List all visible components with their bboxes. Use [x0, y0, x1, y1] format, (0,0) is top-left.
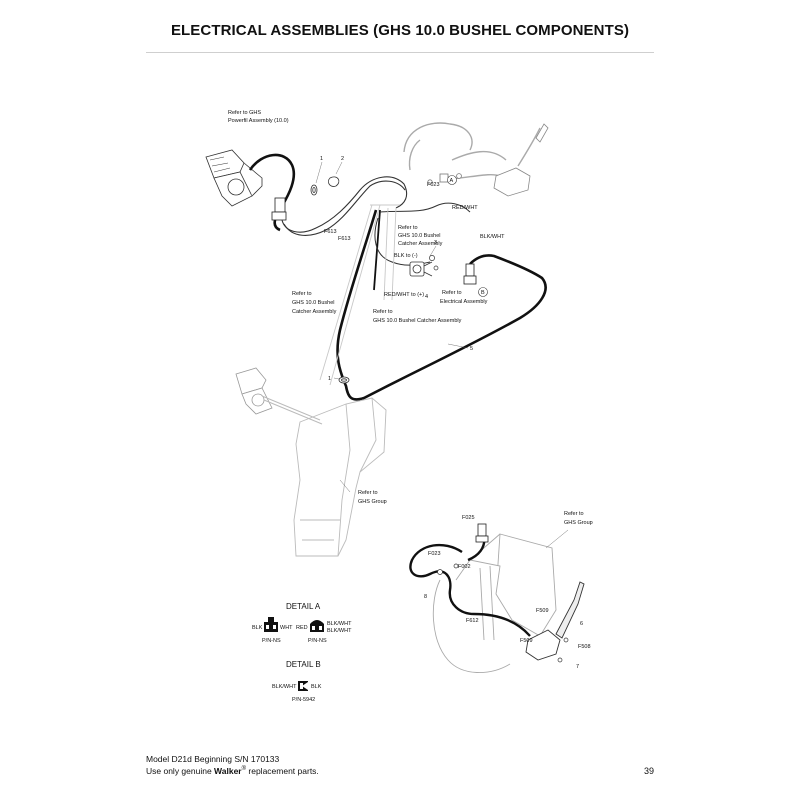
label-item-1-top: 1: [320, 156, 323, 162]
detail-b-blk-wht: BLK/WHT: [272, 684, 297, 690]
harness-mid-link: [379, 202, 471, 213]
label-callout-b: B: [481, 290, 485, 296]
label-item-7: 7: [576, 664, 579, 670]
detail-b: DETAIL B BLK/WHT BLK P/N-5942: [272, 660, 322, 703]
label-refer-left-1: Refer to: [292, 291, 312, 297]
linkage-lower-left: [261, 395, 323, 425]
detail-a-connector-right: [310, 620, 324, 632]
detail-a-blk-wht-2: BLK/WHT: [327, 628, 352, 634]
label-item-4: 4: [425, 294, 428, 300]
connector-b: [463, 263, 477, 285]
label-f025: F025: [462, 515, 475, 521]
label-f002: F002: [458, 564, 471, 570]
detail-a-wht: WHT: [280, 625, 293, 631]
switch-lower-right: [525, 581, 585, 661]
label-refer-catcher-2: GHS 10.0 Bushel: [398, 233, 441, 239]
leader-1-bottom: [333, 377, 340, 380]
leader-ghs-right: [545, 529, 569, 549]
label-refer-lower-2: GHS 10.0 Bushel Catcher Assembly: [373, 318, 462, 324]
footer-parts-note: Use only genuine Walker® replacement par…: [146, 764, 319, 776]
callout-b-marker: [478, 287, 488, 297]
harness-main-loop: [336, 209, 547, 401]
detail-a: DETAIL A BLK WHT P/N-NS RED BLK/WHT BLK/…: [252, 602, 352, 644]
label-refer-lower-1: Refer to: [373, 309, 393, 315]
detail-a-title: DETAIL A: [286, 602, 321, 611]
label-item-1-bottom: 1: [328, 376, 331, 382]
detail-a-red: RED: [296, 625, 308, 631]
detail-a-pn-left: P/N-NS: [262, 638, 281, 644]
label-f023-top: F023: [427, 182, 440, 188]
grommet-part-1-bottom: [338, 376, 350, 384]
label-red-wht-plus: RED/WHT to (+): [384, 292, 424, 298]
label-red-wht: RED/WHT: [452, 205, 478, 211]
page-title: ELECTRICAL ASSEMBLIES (GHS 10.0 BUSHEL C…: [170, 22, 630, 39]
label-f508: F508: [578, 644, 591, 650]
label-refer-catcher-3: Catcher Assembly: [398, 241, 443, 247]
label-f613-a: F613: [324, 229, 337, 235]
footer-brand: Walker: [214, 766, 242, 776]
label-refer-powerfill-2: Powerfil Assembly (10.0): [228, 118, 289, 124]
label-f023-bottom: F023: [428, 551, 441, 557]
fasteners-lower-right: [437, 563, 569, 663]
harness-top-main: [281, 176, 408, 233]
page-number: 39: [643, 766, 654, 776]
callout-a-marker: [447, 175, 457, 185]
label-refer-powerfill-1: Refer to GHS: [228, 110, 261, 116]
label-refer-ghs-1: Refer to: [358, 490, 378, 496]
relay-part-4: [409, 261, 433, 277]
leader-3: [429, 245, 437, 257]
detail-b-title: DETAIL B: [286, 660, 321, 669]
detail-a-blk: BLK: [252, 625, 263, 631]
label-item-5: 5: [470, 346, 473, 352]
leader-1-top: [315, 161, 323, 184]
switch-upper-right: [493, 123, 549, 197]
label-refer-left-2: GHS 10.0 Bushel: [292, 300, 335, 306]
footer-post: replacement parts.: [246, 766, 319, 776]
detail-a-connector-left: [264, 617, 278, 632]
label-f613-b: F613: [338, 236, 351, 242]
footer-model: Model D21d Beginning S/N 170133: [146, 754, 280, 765]
label-f612: F612: [466, 618, 479, 624]
connector-lower-right: [475, 523, 489, 543]
title-rule: [146, 52, 654, 53]
leader-2: [335, 161, 343, 175]
footer-reg: ®: [241, 766, 247, 773]
label-refer-catcher-1: Refer to: [398, 225, 418, 231]
label-blk-minus: BLK to (-): [394, 253, 418, 259]
grommet-part-1-top: [310, 184, 318, 196]
label-refer-left-3: Catcher Assembly: [292, 309, 337, 315]
powerfill-motor-top: [205, 149, 263, 207]
label-item-3: 3: [434, 240, 437, 246]
label-item-2: 2: [341, 156, 344, 162]
detail-a-blk-wht-1: BLK/WHT: [327, 621, 352, 627]
nut-part-3: [429, 255, 439, 271]
label-blk-wht: BLK/WHT: [480, 234, 505, 240]
detail-b-pn: P/N-5942: [292, 697, 315, 703]
chute-outline: [293, 397, 387, 557]
label-refer-ghs-right-2: GHS Group: [564, 520, 593, 526]
label-f509-a: F509: [536, 608, 549, 614]
detail-b-blk: BLK: [311, 684, 322, 690]
harness-top-main-2: [283, 180, 406, 236]
leader-5: [447, 343, 469, 349]
label-refer-elec-2: Electrical Assembly: [440, 299, 488, 305]
clip-part-2: [328, 176, 340, 187]
leader-ghs-left: [339, 479, 351, 493]
connector-top-left: [271, 197, 287, 221]
catcher-frame-outline: [319, 204, 400, 386]
label-f509-b: F509: [520, 638, 533, 644]
label-refer-elec-1: Refer to: [442, 290, 462, 296]
motor-lower-left: [235, 367, 273, 415]
page-footer: Model D21d Beginning S/N 170133 Use only…: [146, 754, 319, 776]
detail-a-pn-right: P/N-NS: [308, 638, 327, 644]
label-item-8-left: 8: [424, 594, 427, 600]
label-callout-a: A: [450, 178, 454, 184]
label-refer-ghs-2: GHS Group: [358, 499, 387, 505]
detail-b-connector: [298, 681, 308, 691]
label-item-6: 6: [580, 621, 583, 627]
label-refer-ghs-right-1: Refer to: [564, 511, 584, 517]
footer-pre: Use only genuine: [146, 766, 215, 776]
